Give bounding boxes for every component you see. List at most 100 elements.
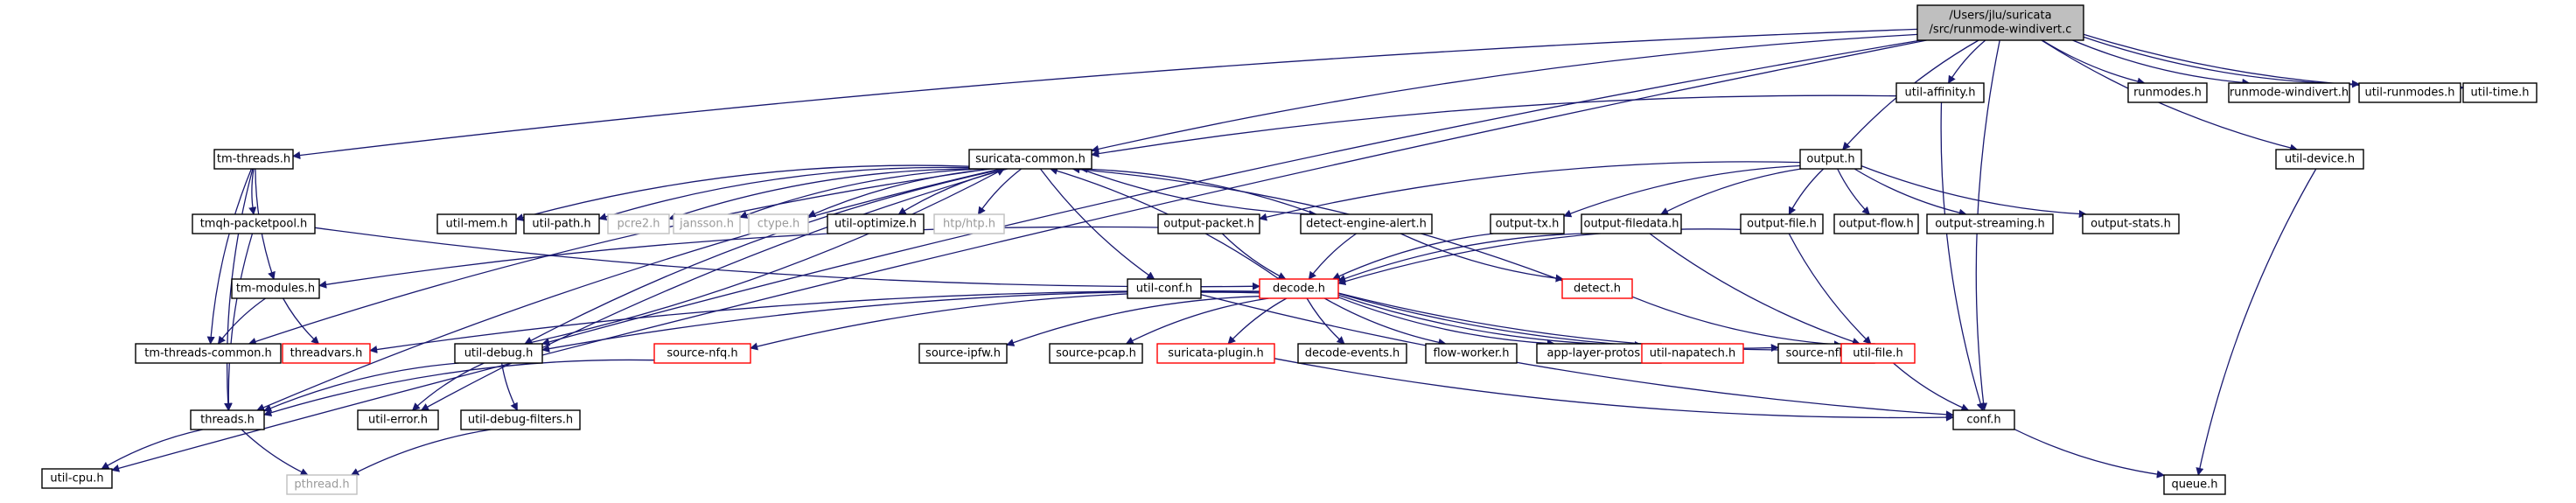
node-output-h[interactable]: output.h: [1799, 149, 1862, 170]
node-suricata-common-h[interactable]: suricata-common.h: [968, 149, 1093, 170]
node-source-nfq-h[interactable]: source-nfq.h: [653, 343, 751, 364]
node-label: pthread.h: [294, 479, 349, 492]
node-box: [1840, 343, 1916, 364]
node-output-filedata-h[interactable]: output-filedata.h: [1581, 213, 1682, 234]
node-util-runmodes-h[interactable]: util-runmodes.h: [2358, 82, 2461, 103]
node-label: queue.h: [2171, 479, 2217, 492]
edge-line: [500, 362, 518, 411]
edge-tm_modules-to-tm_threads_common: [217, 297, 266, 345]
node-decode-events-h[interactable]: decode-events.h: [1297, 343, 1407, 364]
edge-conf-to-queue: [2014, 429, 2165, 479]
node-box: [1049, 343, 1143, 364]
edge-line: [1649, 233, 1860, 346]
edge-line: [1893, 362, 1970, 411]
node-label: util-debug-filters.h: [468, 414, 573, 427]
node-runmodes-h[interactable]: runmodes.h: [2127, 82, 2208, 103]
node-tmqh-packetpool-h[interactable]: tmqh-packetpool.h: [192, 213, 316, 234]
node-output-file-h[interactable]: output-file.h: [1740, 213, 1824, 234]
edge-line: [1323, 297, 1447, 346]
edge-line: [1400, 233, 1564, 283]
node-box: [1259, 278, 1339, 299]
node-util-device-h[interactable]: util-device.h: [2275, 149, 2364, 170]
node-box: [2228, 82, 2350, 103]
node-label: detect-engine-alert.h: [1306, 218, 1427, 231]
node-flow-worker-h[interactable]: flow-worker.h: [1425, 343, 1518, 364]
node-threads-h[interactable]: threads.h: [190, 409, 265, 430]
node-tm-threads-common-h[interactable]: tm-threads-common.h: [135, 343, 282, 364]
node-label: jansson.h: [679, 218, 734, 231]
edge-util_debug-to-threads: [263, 362, 460, 412]
edge-decode-to-suricata_plugin: [1227, 297, 1288, 345]
edge-util_debug_filters-to-pthread: [350, 429, 492, 476]
edge-line: [598, 166, 970, 221]
edge-output_filedata-to-util_file: [1649, 233, 1860, 346]
edge-util_file-to-conf: [1893, 362, 1970, 411]
node-util-time-h[interactable]: util-time.h: [2462, 82, 2538, 103]
node-box: [2082, 213, 2180, 234]
edge-threads-to-util_cpu: [101, 429, 203, 470]
edge-line: [111, 39, 1927, 472]
node-output-streaming-h[interactable]: output-streaming.h: [1926, 213, 2054, 234]
node-util-cpu-h[interactable]: util-cpu.h: [41, 468, 113, 489]
node-source-pcap-h[interactable]: source-pcap.h: [1049, 343, 1143, 364]
node-util-optimize-h[interactable]: util-optimize.h: [827, 213, 925, 234]
edge-suricata_common-to-jansson: [739, 168, 983, 219]
node-output-tx-h[interactable]: output-tx.h: [1490, 213, 1565, 234]
edge-suricata_common-to-threads: [256, 168, 1002, 411]
node-suricata-plugin-h[interactable]: suricata-plugin.h: [1156, 343, 1275, 364]
node-label: source-pcap.h: [1056, 347, 1136, 360]
node-util-path-h[interactable]: util-path.h: [523, 213, 600, 234]
node-box: [1952, 409, 2015, 430]
node-util-mem-h[interactable]: util-mem.h: [436, 213, 517, 234]
node-util-error-h[interactable]: util-error.h: [357, 409, 439, 430]
node-tm-threads-h[interactable]: tm-threads.h: [213, 149, 294, 170]
node-output-stats-h[interactable]: output-stats.h: [2082, 213, 2180, 234]
node-box: [1127, 278, 1202, 299]
edge-line: [1337, 297, 1555, 348]
node-util-debug-filters-h[interactable]: util-debug-filters.h: [460, 409, 581, 430]
edge-line: [1331, 233, 1494, 280]
edge-line: [283, 297, 320, 345]
node-app-layer-protos-h[interactable]: app-layer-protos.h: [1536, 343, 1662, 364]
node-box: [1895, 82, 1985, 103]
node-src-runmode-windivert-c[interactable]: /Users/jlu/suricata/src/runmode-windiver…: [1916, 4, 2084, 41]
node-label: threads.h: [200, 414, 255, 427]
node-util-napatech-h[interactable]: util-napatech.h: [1641, 343, 1744, 364]
edge-line: [1308, 233, 1357, 280]
node-detect-h[interactable]: detect.h: [1561, 278, 1633, 299]
node-label: output.h: [1806, 153, 1854, 166]
node-output-flow-h[interactable]: output-flow.h: [1833, 213, 1919, 234]
edge-line: [241, 429, 309, 476]
node-source-ipfw-h[interactable]: source-ipfw.h: [918, 343, 1008, 364]
node-util-file-h[interactable]: util-file.h: [1840, 343, 1916, 364]
node-box: [607, 213, 670, 234]
node-output-packet-h[interactable]: output-packet.h: [1157, 213, 1260, 234]
edge-line: [101, 429, 203, 470]
edge-line: [1072, 165, 1563, 282]
edge-output_packet-to-decode: [1221, 233, 1287, 280]
node-detect-engine-alert-h[interactable]: detect-engine-alert.h: [1300, 213, 1433, 234]
edge-line: [1274, 358, 1954, 422]
node-runmode-windivert-h[interactable]: runmode-windivert.h: [2228, 82, 2350, 103]
edge-line: [1221, 233, 1287, 280]
edge-line: [2042, 39, 2146, 86]
node-label: app-layer-protos.h: [1546, 347, 1651, 360]
node-threadvars-h[interactable]: threadvars.h: [282, 343, 371, 364]
node-box: [2275, 149, 2364, 170]
edge-line: [2083, 36, 2360, 88]
node-conf-h[interactable]: conf.h: [1952, 409, 2015, 430]
edge-tmqh_packetpool-to-threads: [224, 233, 254, 411]
node-decode-h[interactable]: decode.h: [1259, 278, 1339, 299]
node-box: [213, 149, 294, 170]
edge-detect_engine_alert-to-suricata_common: [1079, 164, 1317, 215]
edge-line: [248, 168, 990, 346]
node-util-debug-h[interactable]: util-debug.h: [454, 343, 543, 364]
node-box: [968, 149, 1093, 170]
node-queue-h[interactable]: queue.h: [2163, 474, 2226, 495]
node-util-affinity-h[interactable]: util-affinity.h: [1895, 82, 1985, 103]
edge-line: [1079, 164, 1317, 215]
node-tm-modules-h[interactable]: tm-modules.h: [231, 278, 320, 299]
node-label: output-tx.h: [1496, 218, 1560, 231]
node-util-conf-h[interactable]: util-conf.h: [1127, 278, 1202, 299]
edge-suricata_common-to-util_error: [420, 168, 1008, 411]
